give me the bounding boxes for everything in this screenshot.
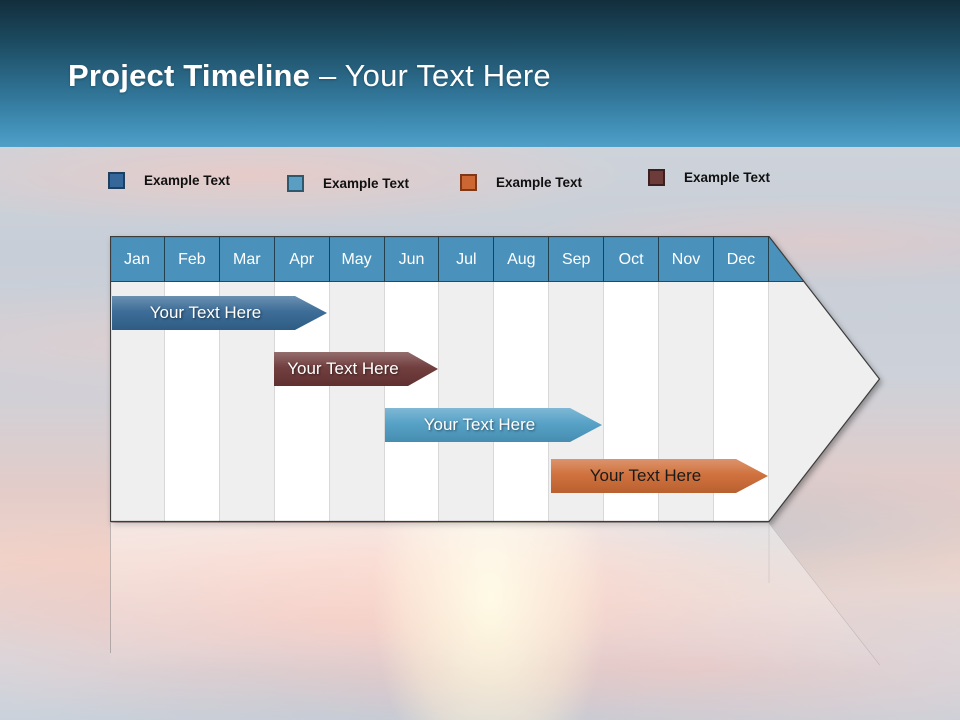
month-header-row: Jan Feb Mar Apr May Jun Jul Aug Sep Oct … <box>110 236 880 282</box>
page-title-regular: – Your Text Here <box>318 58 551 93</box>
month-cell: Nov <box>659 236 714 282</box>
gantt-chart: Jan Feb Mar Apr May Jun Jul Aug Sep Oct … <box>110 236 882 524</box>
legend-swatch-orange <box>460 173 477 191</box>
task-bar-label: Your Text Here <box>423 415 536 434</box>
legend-item: Example Text <box>108 167 230 193</box>
title-band: Project Timeline – Your Text Here <box>0 0 960 147</box>
legend-swatch-maroon <box>648 168 665 186</box>
month-cell: Feb <box>164 236 220 282</box>
task-bar-label: Your Text Here <box>589 466 702 485</box>
task-bar-label: Your Text Here <box>149 303 262 322</box>
task-bar: Your Text Here <box>274 352 438 386</box>
legend-label: Example Text <box>323 175 410 191</box>
legend-swatch-lightblue <box>287 174 304 192</box>
month-cell: Mar <box>219 236 275 282</box>
task-bar: Your Text Here <box>112 296 327 330</box>
legend-label: Example Text <box>684 169 771 185</box>
legend-item: Example Text <box>460 169 582 195</box>
grid-column <box>329 282 385 522</box>
month-cell: Dec <box>713 236 769 282</box>
chart-reflection <box>110 523 880 673</box>
month-cell: Oct <box>604 236 660 282</box>
grid-column <box>384 282 440 522</box>
task-bar: Your Text Here <box>385 408 602 442</box>
month-cell: Jul <box>439 236 495 282</box>
legend-label: Example Text <box>144 172 231 188</box>
legend-label: Example Text <box>496 174 583 190</box>
gantt-arrow-shape: Jan Feb Mar Apr May Jun Jul Aug Sep Oct … <box>110 236 880 522</box>
task-bar: Your Text Here <box>551 459 768 493</box>
legend-item: Example Text <box>287 170 409 196</box>
month-cell: Aug <box>494 236 550 282</box>
page-title: Project Timeline – Your Text Here <box>68 58 551 94</box>
legend-swatch-darkblue <box>108 171 125 189</box>
grid-column <box>494 282 550 522</box>
task-bar-label: Your Text Here <box>287 359 399 378</box>
legend-item: Example Text <box>648 164 770 190</box>
month-cell: Apr <box>274 236 330 282</box>
page-title-bold: Project Timeline <box>68 58 311 93</box>
month-cell: May <box>329 236 385 282</box>
month-cell: Jun <box>384 236 440 282</box>
grid-column <box>439 282 495 522</box>
month-cell: Jan <box>110 236 165 282</box>
month-cell: Sep <box>549 236 605 282</box>
